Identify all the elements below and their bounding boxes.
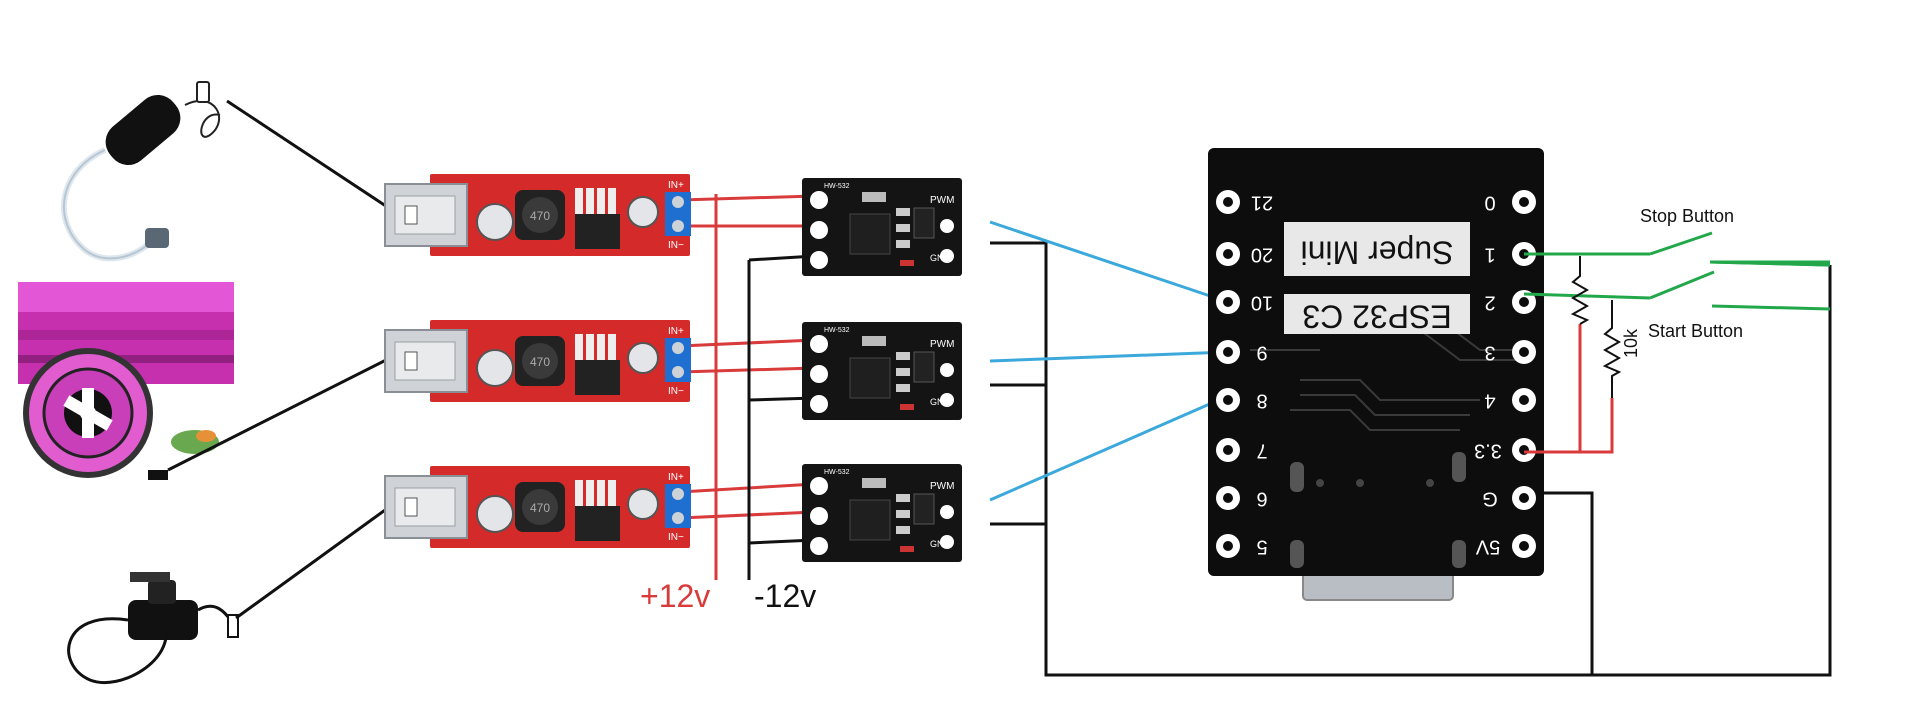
resistor-1 — [1570, 256, 1590, 325]
mosfet-module-3: HW-532 PWM GND — [801, 463, 963, 563]
pin-label-left: 8 — [1256, 390, 1267, 412]
water-pump-icon — [67, 572, 239, 685]
buck-terminal-labels: IN+ IN− IN+ IN− IN+ IN− — [668, 180, 684, 543]
pin-label-right: 1 — [1484, 244, 1495, 266]
pin-label-right: 4 — [1484, 390, 1495, 412]
module-model-label: HW-532 — [824, 327, 850, 334]
module-model-label: HW-532 — [824, 183, 850, 190]
pwm-pin-label: PWM — [930, 195, 954, 206]
resistor-value-label: 10k — [1621, 328, 1641, 358]
gnd-pin-label: GND — [930, 253, 951, 263]
in-minus-label: IN− — [668, 386, 684, 397]
in-minus-label: IN− — [668, 240, 684, 251]
buck-converter-2 — [384, 319, 692, 403]
in-plus-label: IN+ — [668, 180, 684, 191]
esp32-c3-board: Super Mini ESP32 C3 21 20 — [1208, 148, 1544, 601]
stop-start-contacts — [1709, 260, 1831, 267]
gnd-return-wire — [990, 241, 1832, 677]
gnd-pin-label: GND — [930, 539, 951, 549]
in-plus-label: IN+ — [668, 472, 684, 483]
start-button-label: Start Button — [1648, 321, 1743, 341]
module-model-label: HW-532 — [824, 469, 850, 476]
air-pump-icon — [61, 81, 221, 262]
mosfet-module-1: HW-532 PWM GND — [801, 177, 963, 277]
buck-converter-3 — [384, 465, 692, 549]
pin-label-left: 9 — [1256, 342, 1267, 364]
gnd-pin-label: GND — [930, 397, 951, 407]
pin-label-right: 3 — [1484, 342, 1495, 364]
in-minus-label: IN− — [668, 532, 684, 543]
pwm-pin-label: PWM — [930, 481, 954, 492]
pin-label-left: 10 — [1251, 292, 1273, 314]
board-name-line2: ESP32 C3 — [1302, 299, 1451, 335]
pin-label-right: 5V — [1475, 536, 1500, 558]
pin-label-left: 20 — [1251, 244, 1273, 266]
grow-light-icon — [18, 282, 234, 480]
pwm-pin-label: PWM — [930, 339, 954, 350]
board-name-line1: Super Mini — [1301, 235, 1454, 271]
pin-label-left: 6 — [1256, 488, 1267, 510]
pwm-signal-wires — [989, 220, 1229, 502]
stop-button-label: Stop Button — [1640, 206, 1734, 226]
plus-12v-label: +12v — [640, 578, 710, 614]
pin-label-right: 0 — [1484, 192, 1495, 214]
mosfet-module-2: HW-532 PWM GND — [801, 321, 963, 421]
minus-12v-label: -12v — [754, 578, 816, 614]
device-wires — [167, 99, 405, 620]
buck-converter-1 — [384, 173, 692, 257]
button-wires — [1523, 231, 1831, 311]
pin-label-left: 7 — [1256, 440, 1267, 462]
pin-label-right: G — [1482, 488, 1498, 510]
pin-label-right: 3.3 — [1474, 440, 1502, 462]
pin-label-left: 21 — [1251, 192, 1273, 214]
in-plus-label: IN+ — [668, 326, 684, 337]
pin-label-left: 5 — [1256, 536, 1267, 558]
resistor-2 — [1602, 300, 1622, 398]
pin-label-right: 2 — [1484, 292, 1495, 314]
pullup-wires — [1524, 324, 1614, 454]
